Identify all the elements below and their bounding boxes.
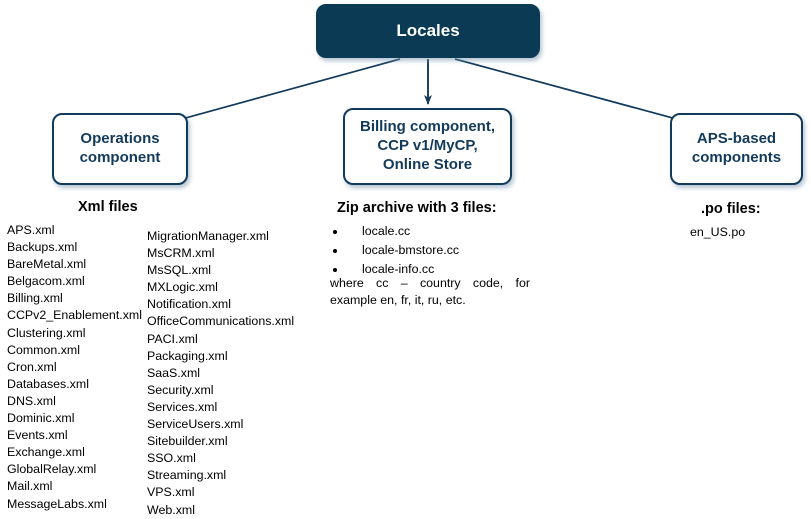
node-locales-label: Locales (396, 21, 460, 41)
node-locales[interactable]: Locales (316, 4, 540, 58)
list-item: Sitebuilder.xml (147, 434, 228, 449)
list-item: MsCRM.xml (147, 246, 215, 261)
list-item: GlobalRelay.xml (7, 462, 97, 477)
list-item: Dominic.xml (7, 411, 75, 426)
list-item: locale-info.cc (330, 260, 540, 279)
bullet-icon (333, 267, 337, 272)
list-item: Events.xml (7, 428, 68, 443)
xml-files-heading: Xml files (78, 199, 138, 215)
list-item-label: locale.cc (362, 224, 411, 238)
list-item: Notification.xml (147, 297, 232, 312)
node-billing-component[interactable]: Billing component, CCP v1/MyCP, Online S… (343, 108, 512, 185)
node-billing-line-2: CCP v1/MyCP, (377, 137, 478, 155)
node-aps-line-2: components (691, 149, 782, 166)
node-aps-line-1: APS-based (696, 130, 777, 148)
list-item: PACI.xml (147, 331, 198, 346)
node-billing-line-3: Online Store (382, 155, 473, 173)
list-item: Common.xml (7, 342, 80, 357)
list-item: Exchange.xml (7, 445, 85, 460)
node-operations-component[interactable]: Operations component (52, 113, 188, 185)
list-item: Packaging.xml (147, 348, 228, 363)
list-item: ServiceUsers.xml (147, 417, 244, 432)
list-item: VPS.xml (147, 485, 195, 500)
list-item: locale-bmstore.cc (330, 241, 540, 260)
xml-file-list-column-1: APS.xml Backups.xml BareMetal.xml Belgac… (7, 222, 142, 513)
list-item: Databases.xml (7, 376, 89, 391)
diagram-canvas: Locales Operations component Billing com… (7, 4, 803, 517)
list-item: Mail.xml (7, 479, 53, 494)
list-item: MigrationManager.xml (147, 229, 269, 243)
xml-file-list-column-2: MigrationManager.xml MsCRM.xml MsSQL.xml… (147, 228, 294, 519)
list-item: en_US.po (690, 225, 746, 239)
bullet-icon (333, 229, 337, 234)
list-item: OfficeCommunications.xml (147, 314, 295, 329)
list-item: BareMetal.xml (7, 257, 87, 272)
bullet-icon (333, 248, 337, 253)
po-files-heading: .po files: (701, 201, 761, 217)
list-item: Streaming.xml (147, 468, 227, 483)
node-billing-line-1: Billing component, (360, 118, 495, 136)
list-item: APS.xml (7, 223, 55, 237)
list-item: Billing.xml (7, 291, 63, 306)
list-item: CCPv2_Enablement.xml (7, 308, 142, 323)
list-item: Backups.xml (7, 240, 78, 255)
list-item: MsSQL.xml (147, 263, 212, 278)
node-operations-line-2: component (79, 149, 161, 166)
list-item: DNS.xml (7, 393, 56, 408)
list-item: Security.xml (147, 382, 214, 397)
node-aps-based-components[interactable]: APS-based components (670, 113, 803, 185)
list-item-label: locale-info.cc (362, 262, 435, 276)
list-item: Cron.xml (7, 359, 57, 374)
list-item: Services.xml (147, 399, 218, 414)
list-item: SSO.xml (147, 451, 196, 466)
zip-archive-note: where cc – country code, for example en,… (330, 276, 530, 307)
list-item: Clustering.xml (7, 325, 86, 340)
node-operations-line-1: Operations (80, 130, 160, 148)
list-item: SaaS.xml (147, 365, 201, 380)
zip-archive-file-list: locale.cc locale-bmstore.cc locale-info.… (330, 222, 540, 279)
list-item: MessageLabs.xml (7, 496, 107, 511)
list-item: MXLogic.xml (147, 280, 218, 295)
list-item: locale.cc (330, 222, 540, 241)
list-item: Belgacom.xml (7, 274, 85, 289)
list-item-label: locale-bmstore.cc (362, 243, 460, 257)
zip-archive-heading: Zip archive with 3 files: (337, 200, 497, 216)
list-item: Web.xml (147, 502, 195, 517)
po-file-list: en_US.po (690, 224, 745, 241)
